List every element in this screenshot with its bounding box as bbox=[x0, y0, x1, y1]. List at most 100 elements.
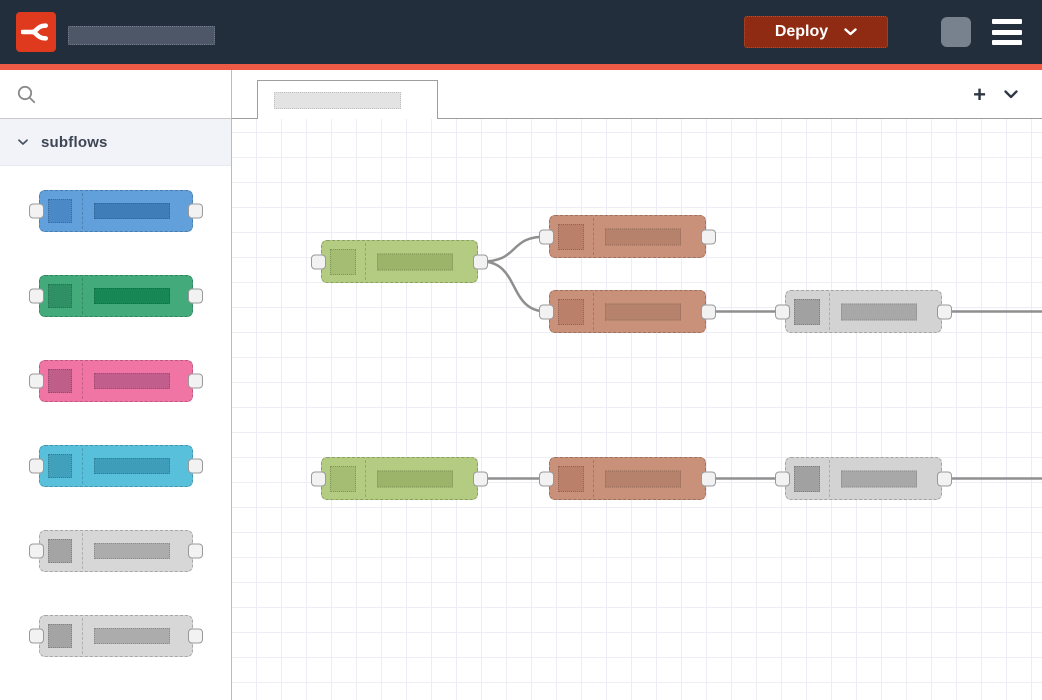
node-label-placeholder bbox=[605, 470, 681, 487]
add-flow-button[interactable]: + bbox=[973, 81, 986, 107]
node-input-port[interactable] bbox=[539, 229, 554, 244]
flow-list-button[interactable] bbox=[1004, 90, 1018, 99]
plus-icon: + bbox=[973, 81, 986, 107]
flow-node-olive-n5[interactable] bbox=[311, 457, 488, 500]
palette-node-pink[interactable] bbox=[29, 360, 203, 402]
flow-node-grey-n7[interactable] bbox=[775, 457, 952, 500]
node-icon bbox=[558, 223, 584, 250]
flow-tab-bar: + bbox=[232, 70, 1042, 119]
palette-node-teal[interactable] bbox=[29, 445, 203, 487]
flow-tab-label-placeholder bbox=[274, 91, 401, 109]
palette-node-blue[interactable] bbox=[29, 190, 203, 232]
node-output-port[interactable] bbox=[188, 628, 203, 644]
palette-list bbox=[0, 166, 231, 657]
user-avatar[interactable] bbox=[941, 17, 971, 47]
node-label-placeholder bbox=[94, 543, 170, 559]
node-label-placeholder bbox=[94, 628, 170, 644]
node-icon bbox=[330, 465, 356, 492]
node-red-logo-icon[interactable] bbox=[16, 12, 56, 52]
deploy-button[interactable]: Deploy bbox=[744, 16, 888, 48]
node-output-port[interactable] bbox=[701, 304, 716, 319]
main-body: subflows + bbox=[0, 70, 1042, 700]
search-icon bbox=[17, 85, 36, 103]
branch-glyph bbox=[21, 23, 48, 41]
palette-node-grey[interactable] bbox=[29, 530, 203, 572]
node-input-port[interactable] bbox=[29, 543, 44, 559]
node-input-port[interactable] bbox=[29, 628, 44, 644]
flow-node-grey-n4[interactable] bbox=[775, 290, 952, 333]
node-label-placeholder bbox=[377, 470, 453, 487]
node-input-port[interactable] bbox=[29, 288, 44, 304]
node-icon-separator bbox=[82, 193, 83, 229]
flow-node-salmon-n3[interactable] bbox=[539, 290, 716, 333]
node-input-port[interactable] bbox=[775, 304, 790, 319]
node-label-placeholder bbox=[377, 253, 453, 270]
palette-node-green[interactable] bbox=[29, 275, 203, 317]
header-bar: Deploy bbox=[0, 0, 1042, 64]
flow-node-salmon-n6[interactable] bbox=[539, 457, 716, 500]
node-icon bbox=[330, 248, 356, 275]
palette-node-grey-2[interactable] bbox=[29, 615, 203, 657]
wire-layer bbox=[481, 235, 1042, 480]
node-label-placeholder bbox=[94, 288, 170, 304]
node-icon-separator bbox=[829, 460, 830, 497]
node-label-placeholder bbox=[605, 228, 681, 245]
node-input-port[interactable] bbox=[29, 203, 44, 219]
node-icon-separator bbox=[365, 243, 366, 280]
node-icon-separator bbox=[82, 533, 83, 569]
node-icon bbox=[558, 298, 584, 325]
node-output-port[interactable] bbox=[188, 543, 203, 559]
node-output-port[interactable] bbox=[937, 471, 952, 486]
node-label-placeholder bbox=[605, 303, 681, 320]
node-output-port[interactable] bbox=[188, 288, 203, 304]
tab-actions: + bbox=[973, 70, 1018, 119]
node-icon bbox=[48, 369, 72, 393]
node-input-port[interactable] bbox=[29, 373, 44, 389]
node-output-port[interactable] bbox=[188, 458, 203, 474]
palette-category-subflows[interactable]: subflows bbox=[0, 119, 231, 166]
flow-node-salmon-n2[interactable] bbox=[539, 215, 716, 258]
node-input-port[interactable] bbox=[539, 471, 554, 486]
node-output-port[interactable] bbox=[473, 471, 488, 486]
node-output-port[interactable] bbox=[188, 203, 203, 219]
workspace: + bbox=[232, 70, 1042, 700]
node-input-port[interactable] bbox=[29, 458, 44, 474]
hamburger-menu-icon[interactable] bbox=[992, 19, 1022, 45]
wire[interactable] bbox=[481, 235, 547, 263]
node-input-port[interactable] bbox=[775, 471, 790, 486]
flow-canvas[interactable] bbox=[232, 119, 1042, 700]
chevron-down-icon bbox=[844, 28, 857, 36]
node-icon bbox=[48, 199, 72, 223]
app-title-placeholder bbox=[68, 26, 215, 45]
node-icon-separator bbox=[82, 618, 83, 654]
wire[interactable] bbox=[481, 260, 547, 313]
node-output-port[interactable] bbox=[937, 304, 952, 319]
node-output-port[interactable] bbox=[701, 471, 716, 486]
node-label-placeholder bbox=[94, 458, 170, 474]
node-input-port[interactable] bbox=[539, 304, 554, 319]
node-icon bbox=[48, 284, 72, 308]
flow-node-olive-n1[interactable] bbox=[311, 240, 488, 283]
node-icon-separator bbox=[593, 218, 594, 255]
node-icon-separator bbox=[829, 293, 830, 330]
node-icon bbox=[794, 465, 820, 492]
palette-search[interactable] bbox=[0, 70, 231, 119]
node-input-port[interactable] bbox=[311, 254, 326, 269]
node-icon-separator bbox=[593, 460, 594, 497]
node-icon-separator bbox=[82, 448, 83, 484]
deploy-label: Deploy bbox=[774, 23, 829, 40]
node-label-placeholder bbox=[94, 373, 170, 389]
node-icon bbox=[794, 298, 820, 325]
node-icon bbox=[48, 539, 72, 563]
node-output-port[interactable] bbox=[473, 254, 488, 269]
node-label-placeholder bbox=[841, 470, 917, 487]
node-icon bbox=[48, 624, 72, 648]
node-icon-separator bbox=[82, 363, 83, 399]
node-icon-separator bbox=[365, 460, 366, 497]
node-output-port[interactable] bbox=[188, 373, 203, 389]
node-input-port[interactable] bbox=[311, 471, 326, 486]
node-output-port[interactable] bbox=[701, 229, 716, 244]
node-icon bbox=[48, 454, 72, 478]
flow-tab[interactable] bbox=[257, 80, 438, 119]
